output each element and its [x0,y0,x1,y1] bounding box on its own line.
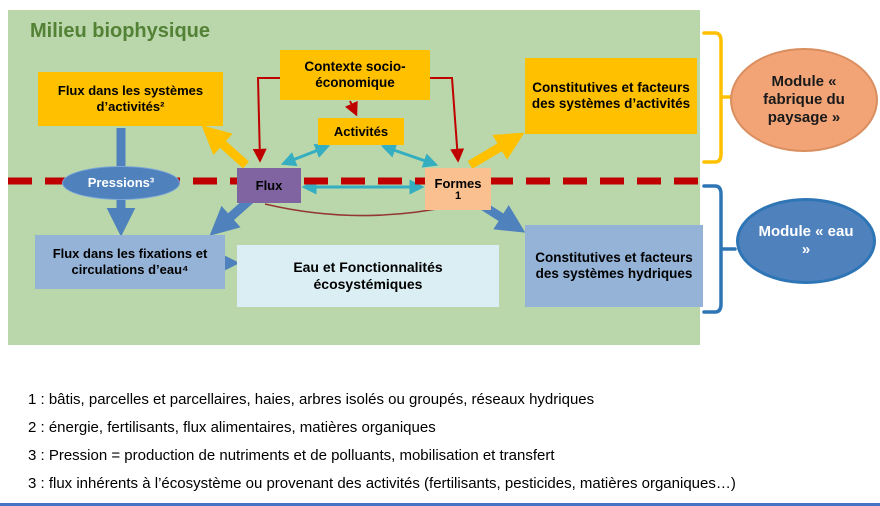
footnote-2: 2 : énergie, fertilisants, flux alimenta… [28,419,436,436]
bottom-border-line [0,503,880,506]
module-eau-ellipse: Module « eau » [736,198,876,284]
footnotes-block: 1 : bâtis, parcelles et parcellaires, ha… [28,386,858,498]
box-formes: Formes 1 [425,168,491,210]
box-constitutives-activites: Constitutives et facteurs des systèmes d… [525,58,697,134]
panel-title: Milieu biophysique [30,20,211,42]
box-flux: Flux [237,168,301,203]
box-activites: Activités [318,118,404,145]
pressions-ellipse: Pressions³ [62,166,180,200]
box-eau-fonctionnalites: Eau et Fonctionnalités écosystémiques [237,245,499,307]
box-contexte-socio-economique: Contexte socio-économique [280,50,430,100]
footnote-1: 1 : bâtis, parcelles et parcellaires, ha… [28,391,595,408]
footnote-3: 3 : Pression = production de nutriments … [28,447,555,464]
box-flux-fixations: Flux dans les fixations et circulations … [35,235,225,289]
box-flux-systemes-activites: Flux dans les systèmes d’activités² [38,72,223,126]
box-constitutives-hydriques: Constitutives et facteurs des systèmes h… [525,225,703,307]
bracket-eau [702,184,737,314]
formes-footnote-number: 1 [454,190,462,203]
module-fabrique-paysage-ellipse: Module « fabrique du paysage » [730,48,878,152]
bracket-fabrique [702,31,735,164]
footnote-4: 3 : flux inhérents à l’écosystème ou pro… [28,475,736,492]
formes-label: Formes [434,175,482,191]
